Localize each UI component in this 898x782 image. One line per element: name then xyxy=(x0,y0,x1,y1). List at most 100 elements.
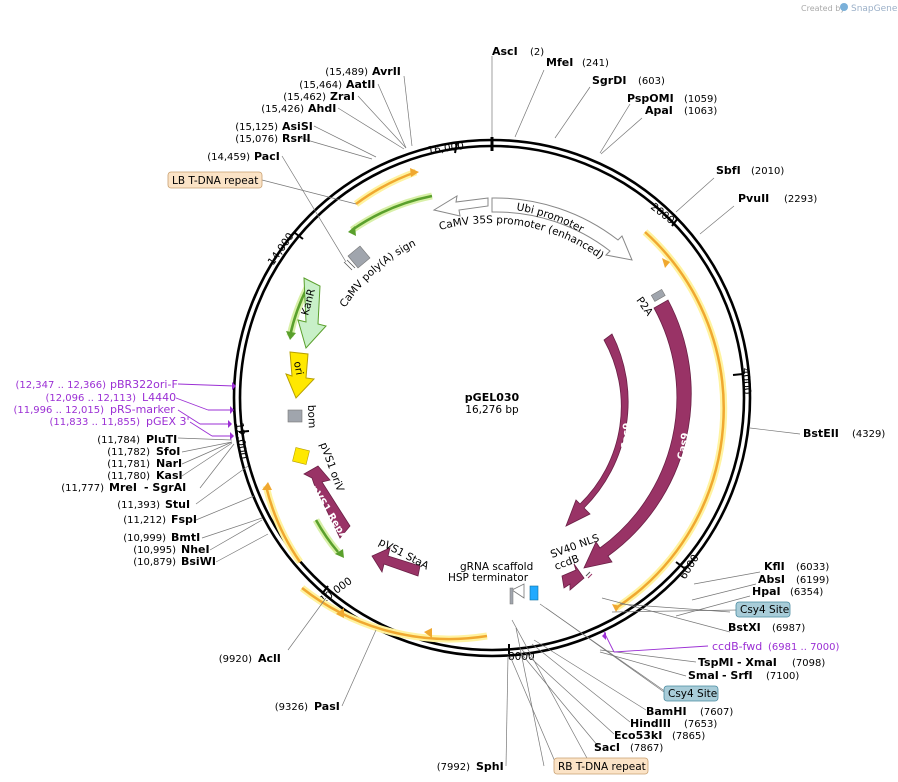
svg-text:(15,462): (15,462) xyxy=(283,92,326,103)
tdna-arrowhead-right xyxy=(662,258,670,268)
site-sgrdI: SgrDI(603) xyxy=(592,74,665,87)
tick-label-12000: 12,000 xyxy=(233,422,249,460)
site-pspomI: PspOMI (1059) xyxy=(627,92,717,105)
svg-text:ZraI: ZraI xyxy=(330,90,355,103)
lb-tdna-box xyxy=(167,171,263,189)
svg-text:(9920): (9920) xyxy=(219,654,252,665)
site-pacI: (14,459)PacI xyxy=(207,150,280,163)
left-sites: (15,489)AvrII (15,464)AatII (15,462)ZraI… xyxy=(61,65,504,773)
site-sfoI: (11,782)SfoI xyxy=(107,445,180,458)
site-fspI: (11,212) FspI xyxy=(123,513,197,526)
cas9-outer-arrow xyxy=(583,299,692,569)
svg-text:SmaI: SmaI xyxy=(688,669,719,682)
svg-text:PacI: PacI xyxy=(254,150,280,163)
grna-scaffold-label: gRNA scaffold xyxy=(460,561,533,573)
svg-text:BstEII: BstEII xyxy=(803,427,839,440)
svg-text:(11,212): (11,212) xyxy=(123,515,166,526)
svg-text:AclI: AclI xyxy=(258,652,281,665)
cas9-inner: Cas9 xyxy=(565,333,633,527)
svg-text:(2293): (2293) xyxy=(784,194,817,205)
site-nheI: (10,995)NheI xyxy=(133,543,209,556)
rb-tdna-box xyxy=(553,757,649,775)
backbone xyxy=(232,137,752,658)
svg-text:NarI: NarI xyxy=(156,457,182,470)
svg-text:(6987): (6987) xyxy=(772,623,805,634)
site-pasI: (9326)PasI xyxy=(275,700,340,713)
svg-text:HpaI: HpaI xyxy=(752,585,781,598)
tick-label-16000: 16,000 xyxy=(427,140,465,157)
svg-text:(12,347 .. 12,366): (12,347 .. 12,366) xyxy=(16,380,107,391)
site-bsiWI: (10,879)BsiWI xyxy=(133,555,216,568)
tdna-arrowhead-bottom xyxy=(424,628,432,638)
site-bstxI: BstXI (6987) xyxy=(728,621,805,634)
svg-text:FspI: FspI xyxy=(171,513,197,526)
ori-label: ori xyxy=(291,360,305,376)
p2a-marker xyxy=(650,288,666,302)
svg-text:(7865): (7865) xyxy=(672,731,705,742)
tdna-arc-right xyxy=(615,231,725,610)
plasmid-name: pGEL030 xyxy=(465,391,520,404)
site-aclI: (9920) AclI xyxy=(219,652,281,665)
site-eco53kI: Eco53kI(7865) xyxy=(614,729,705,742)
t-dna-arcs xyxy=(262,168,728,643)
cas9-inner-label: Cas9 xyxy=(620,422,633,450)
svg-text:TspMI: TspMI xyxy=(698,656,734,669)
boxed-labels: LB T-DNA repeat RB T-DNA repeat Csy4 Sit… xyxy=(167,171,791,775)
svg-text:- XmaI: - XmaI xyxy=(737,656,777,669)
site-bmtI: (10,999)BmtI xyxy=(123,531,200,544)
svg-text:BstXI: BstXI xyxy=(728,621,761,634)
tdna-arrowhead-top xyxy=(410,168,419,177)
primer-l4440: (12,096 .. 12,113)L4440 xyxy=(46,391,177,404)
csy4-site-a-label: Csy4 Site xyxy=(740,604,789,616)
csy4-site-a-box xyxy=(735,601,791,618)
primer-markers xyxy=(228,382,606,640)
grna-hsp: gRNA scaffold HSP terminator xyxy=(448,561,539,605)
kanr-arrow xyxy=(297,277,327,350)
site-narI: (11,781)NarI xyxy=(107,457,182,470)
svg-text:NheI: NheI xyxy=(181,543,210,556)
svg-text:BsiWI: BsiWI xyxy=(181,555,216,568)
svg-text:pBR322ori-F: pBR322ori-F xyxy=(110,378,178,391)
site-aatII: (15,464)AatII xyxy=(299,78,375,91)
bom: bom xyxy=(287,405,318,428)
svg-text:(7653): (7653) xyxy=(684,719,717,730)
cas9-inner-arrow xyxy=(565,333,629,527)
svg-text:PluTI: PluTI xyxy=(146,433,177,446)
cas9-outer-label: Cas9 xyxy=(676,432,692,461)
lb-tdna-label: LB T-DNA repeat xyxy=(172,175,258,187)
tdna-arrowhead-left xyxy=(262,482,272,490)
svg-text:(15,125): (15,125) xyxy=(235,122,278,133)
primer-prs-marker: (11,996 .. 12,015)pRS-marker xyxy=(14,403,176,416)
svg-text:SacI: SacI xyxy=(594,741,620,754)
svg-text:(11,784): (11,784) xyxy=(97,435,140,446)
primer-ccdb-fwd: ccdB-fwd(6981 .. 7000) xyxy=(712,640,840,653)
svg-text:(11,393): (11,393) xyxy=(117,500,160,511)
pvs1-staa: pVS1 StaA xyxy=(371,536,431,577)
primer-pbr322ori-f: (12,347 .. 12,366)pBR322ori-F xyxy=(16,378,178,391)
svg-text:- SgrAI: - SgrAI xyxy=(144,481,186,494)
site-hpaI: HpaI(6354) xyxy=(752,585,823,598)
svg-text:AscI: AscI xyxy=(492,45,518,58)
polya-marker xyxy=(347,245,371,269)
svg-text:(2): (2) xyxy=(530,47,544,58)
site-sphI: (7992)SphI xyxy=(437,760,504,773)
site-tspmI: TspMI- XmaI(7098) xyxy=(698,656,825,669)
svg-text:(11,780): (11,780) xyxy=(107,471,150,482)
site-plutI: (11,784) PluTI xyxy=(97,433,177,446)
csy4-site-b-label: Csy4 Site xyxy=(668,688,717,700)
pvs1-staa-arrow xyxy=(371,547,421,577)
svg-text:(4329): (4329) xyxy=(852,429,885,440)
site-ascI: AscI (2) xyxy=(492,45,544,58)
grna-scaffold-marker xyxy=(529,585,539,601)
ubi-promoter-arrow xyxy=(491,197,633,261)
svg-text:SfoI: SfoI xyxy=(156,445,180,458)
tick-label-6000: 6000 xyxy=(677,553,701,582)
center-label: pGEL030 16,276 bp xyxy=(465,391,520,416)
svg-text:(1059): (1059) xyxy=(684,94,717,105)
csy4-site-b-box xyxy=(663,685,719,702)
svg-text:(7100): (7100) xyxy=(766,671,799,682)
site-zraI: (15,462) ZraI xyxy=(283,90,355,103)
svg-text:(15,489): (15,489) xyxy=(325,67,368,78)
svg-text:PspOMI: PspOMI xyxy=(627,92,674,105)
